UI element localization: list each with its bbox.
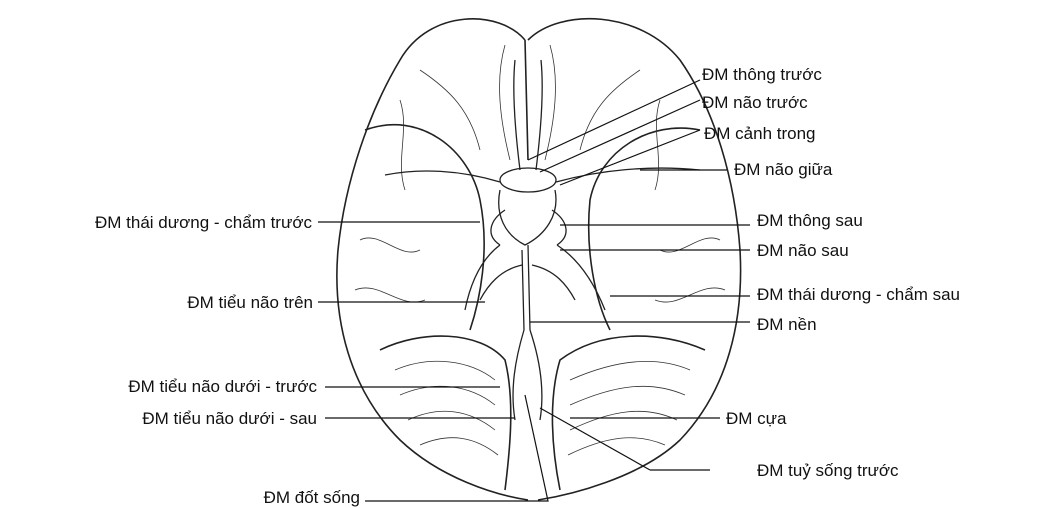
label-dm-thai-duong-cham-truoc: ĐM thái dương - chẩm trước [95, 213, 312, 232]
leader-lines [318, 80, 750, 501]
label-dm-thong-sau: ĐM thông sau [757, 211, 863, 230]
label-dm-thong-truoc: ĐM thông trước [702, 65, 822, 84]
leader-dm-tuy-song-truoc [540, 408, 650, 470]
label-dm-nao-sau: ĐM não sau [757, 241, 849, 260]
label-dm-nao-truoc: ĐM não trước [702, 93, 808, 112]
label-dm-tieu-nao-duoi-sau: ĐM tiểu não dưới - sau [142, 409, 317, 428]
label-dm-canh-trong: ĐM cảnh trong [704, 124, 816, 143]
label-dm-tieu-nao-duoi-truoc: ĐM tiểu não dưới - trước [128, 377, 317, 396]
label-dm-thai-duong-cham-sau: ĐM thái dương - chẩm sau [757, 285, 960, 304]
leader-dm-dot-song [365, 395, 548, 501]
label-dm-cua: ĐM cựa [726, 409, 787, 428]
label-dm-tuy-song-truoc: ĐM tuỷ sống trước [757, 461, 899, 480]
label-dm-tieu-nao-tren: ĐM tiểu não trên [187, 293, 313, 312]
leader-dm-canh-trong [560, 130, 700, 185]
label-dm-nen: ĐM nền [757, 315, 817, 334]
leader-dm-thong-truoc [528, 80, 700, 160]
label-dm-nao-giua: ĐM não giữa [734, 160, 833, 179]
brain-outline [337, 19, 741, 500]
label-dm-dot-song: ĐM đốt sống [264, 488, 360, 507]
circle-of-willis [385, 60, 700, 420]
